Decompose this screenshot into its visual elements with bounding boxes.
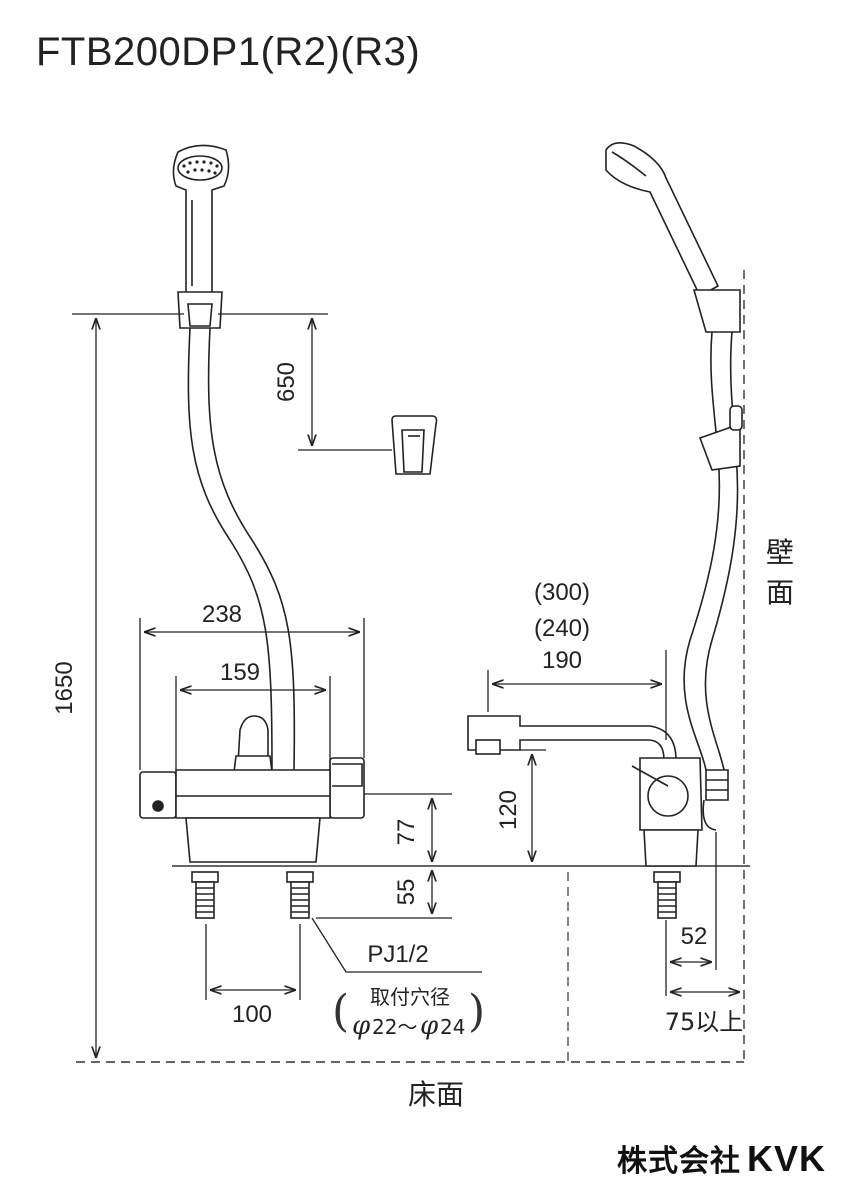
paren-close: ) [468,986,485,1037]
dim-190: 190 [542,647,582,674]
hose-side [683,331,739,771]
dim-238: 238 [202,601,242,628]
company-prefix: 株式会社 [616,1144,741,1179]
mount-hole-range: φ 22～ φ 24 [352,1011,465,1041]
dim-300: (300) [534,579,590,606]
wall-bracket-side [698,405,743,471]
phi-value-a: 22～ [372,1015,417,1039]
wall-label-2: 面 [766,576,794,609]
phi-symbol-a: φ [352,1011,371,1041]
phi-symbol-b: φ [420,1011,439,1041]
mixer-side [467,715,729,867]
mounting-shank-side [653,871,681,919]
dim-55: 55 [393,879,420,906]
kvk-logo: KVK [746,1138,826,1179]
dim-159: 159 [220,659,260,686]
shower-head-side [605,142,741,333]
paren-open: ( [332,986,349,1037]
dim-650: 650 [273,362,300,402]
dim-100: 100 [232,1001,272,1028]
pipe-thread-label: PJ1/2 [367,941,428,968]
wall-label-1: 壁 [766,536,794,569]
hose-front [187,327,296,771]
dim-240: (240) [534,615,590,642]
dim-52: 52 [681,923,708,950]
dim-77: 77 [393,819,420,846]
mount-hole-label: 取付穴径 [370,985,450,1009]
dim-120: 120 [495,790,522,830]
wall-hook-front [391,415,438,475]
dim-1650: 1650 [51,661,78,714]
mixer-body-front [139,715,365,863]
phi-value-b: 24 [440,1015,465,1039]
mounting-shank-left [191,871,219,919]
drawing-title: FTB200DP1(R2)(R3) [36,30,421,74]
floor-label: 床面 [408,1078,464,1111]
shower-head-front [172,144,230,329]
mounting-shank-right [286,871,314,919]
dimension-lines [72,313,740,1058]
dim-75: 75以上 [665,1008,744,1036]
